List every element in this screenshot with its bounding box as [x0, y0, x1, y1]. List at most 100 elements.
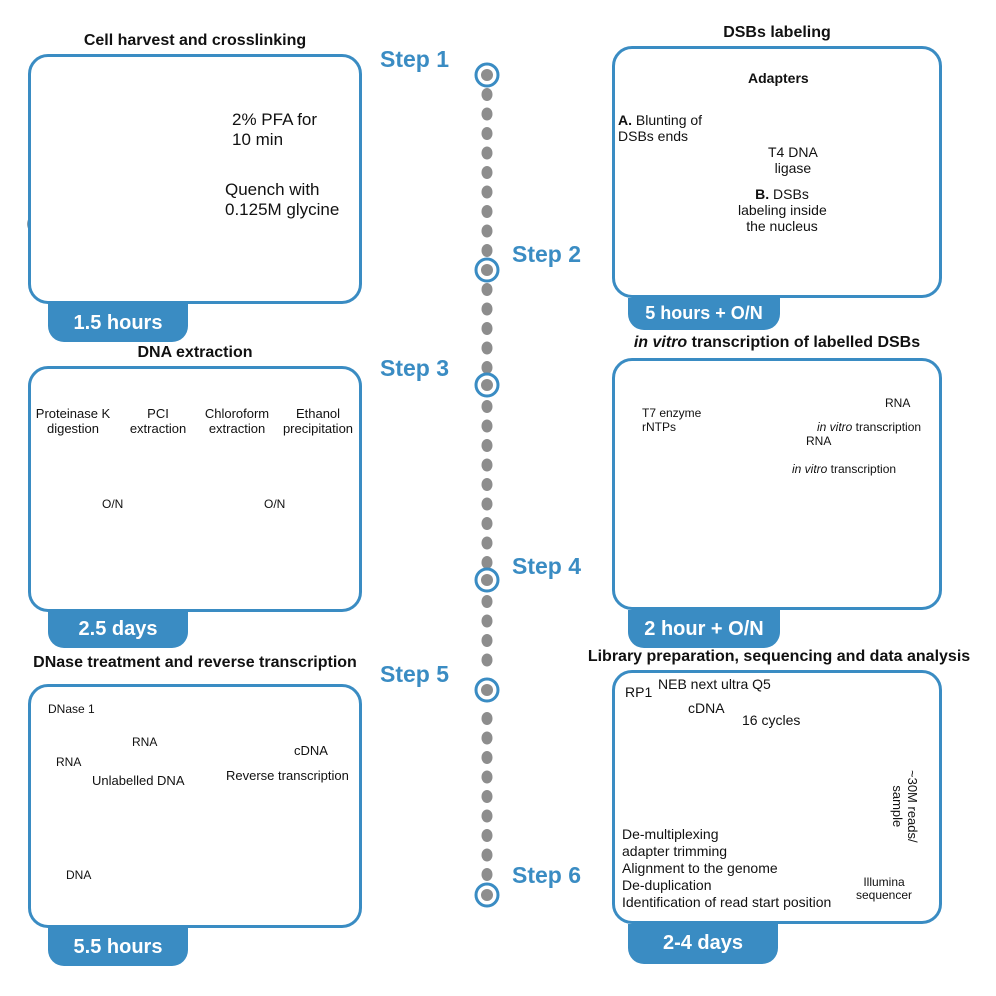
timeline-dot	[481, 634, 493, 647]
timeline-dot	[481, 283, 493, 296]
panel-5-duration: 5.5 hours	[48, 928, 188, 966]
cycles-label: 16 cycles	[742, 712, 801, 728]
rna-label-top: RNA	[132, 735, 158, 749]
timeline-dot	[481, 536, 493, 550]
rt-label: Reverse transcription	[226, 768, 349, 783]
panel-6-duration: 2-4 days	[628, 924, 778, 964]
panel-1-duration: 1.5 hours	[48, 304, 188, 342]
timeline-dot	[481, 322, 493, 335]
panel-2-title: DSBs labeling	[723, 24, 831, 41]
timeline-dot	[481, 341, 493, 355]
timeline-dot	[481, 361, 493, 374]
timeline-dot	[481, 127, 493, 140]
timeline-dot	[481, 302, 493, 316]
analysis-step: Identification of read start position	[622, 894, 832, 910]
rna-label-1: RNA	[885, 396, 911, 410]
on-label-1: O/N	[102, 497, 124, 511]
timeline-dot	[481, 244, 493, 257]
timeline-dot	[481, 770, 493, 784]
panel-4-duration: 2 hour + O/N	[628, 610, 780, 648]
panel-5-title: DNase treatment and reverse transcriptio…	[33, 654, 357, 671]
timeline-dot	[481, 166, 493, 179]
analysis-steps: De-multiplexing adapter trimming Alignme…	[622, 826, 831, 911]
timeline-dot	[481, 185, 493, 199]
rp1-label: RP1	[625, 684, 653, 700]
on-label-2: O/N	[264, 497, 286, 511]
step-5-label: Step 5	[380, 661, 450, 687]
timeline-dot	[481, 517, 493, 530]
timeline-dot	[481, 595, 493, 608]
timeline-dot	[481, 400, 493, 413]
unlabelled-dna-label: Unlabelled DNA	[92, 773, 185, 788]
panel-5-box	[28, 684, 362, 928]
timeline-step-center	[481, 69, 493, 81]
step-1-label: Step 1	[380, 46, 450, 72]
panel-4-title: in vitro transcription of labelled DSBs	[633, 334, 921, 351]
timeline-dot	[481, 107, 493, 121]
analysis-step: De-duplication	[622, 877, 712, 893]
timeline	[474, 62, 500, 908]
timeline-dot	[481, 458, 493, 472]
step-4-label: Step 4	[512, 553, 582, 579]
panel-2-duration: 5 hours + O/N	[628, 298, 780, 330]
timeline-step-center	[481, 574, 493, 586]
adapters-label: Adapters	[748, 70, 809, 86]
dna-label: DNA	[66, 868, 92, 882]
panel-1-box	[28, 54, 362, 304]
rna-label-left: RNA	[56, 755, 82, 769]
timeline-dot	[481, 478, 493, 491]
timeline-dot	[481, 146, 493, 160]
analysis-step: adapter trimming	[622, 843, 728, 859]
timeline-dot	[481, 848, 493, 862]
timeline-dot	[481, 88, 493, 101]
timeline-dot	[481, 731, 493, 745]
timeline-dot	[481, 790, 493, 803]
panel-1-title: Cell harvest and crosslinking	[83, 32, 307, 49]
ivt-label-2: in vitro transcription	[792, 462, 897, 476]
timeline-dot	[481, 224, 493, 238]
rna-label-2: RNA	[806, 434, 832, 448]
timeline-step-center	[481, 889, 493, 901]
timeline-dot	[481, 497, 493, 511]
panel-3-title: DNA extraction	[137, 344, 253, 361]
panel-3-box	[28, 366, 362, 612]
neb-label: NEB next ultra Q5	[658, 676, 771, 692]
timeline-step-center	[481, 379, 493, 391]
timeline-dot	[481, 829, 493, 842]
timeline-step-center	[481, 264, 493, 276]
cdna-label-p5: cDNA	[294, 743, 328, 758]
timeline-dot	[481, 653, 493, 667]
reads-label: ~30M reads/sample	[890, 770, 920, 843]
timeline-dot	[481, 712, 493, 725]
panel-6-title: Library preparation, sequencing and data…	[587, 648, 971, 665]
timeline-dot	[481, 614, 493, 628]
ivt-label-1: in vitro transcription	[817, 420, 922, 434]
timeline-step-center	[481, 684, 493, 696]
timeline-dot	[481, 205, 493, 218]
analysis-step: Alignment to the genome	[622, 860, 778, 876]
analysis-step: De-multiplexing	[622, 826, 719, 842]
timeline-dot	[481, 751, 493, 764]
timeline-dot	[481, 868, 493, 881]
step-6-label: Step 6	[512, 862, 582, 888]
timeline-dot	[481, 556, 493, 569]
cdna-label-p6: cDNA	[688, 700, 725, 716]
timeline-dot	[481, 439, 493, 452]
step-2-label: Step 2	[512, 241, 582, 267]
step-3-label: Step 3	[380, 355, 450, 381]
panel-4-box	[612, 358, 942, 610]
panel-6-box	[612, 670, 942, 924]
panel-3-duration: 2.5 days	[48, 612, 188, 648]
panel-2-box	[612, 46, 942, 298]
